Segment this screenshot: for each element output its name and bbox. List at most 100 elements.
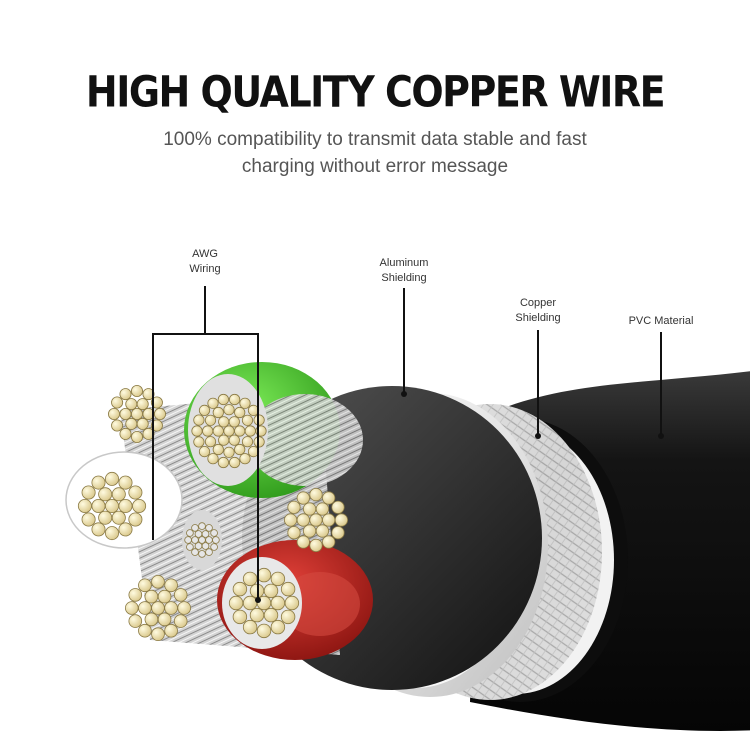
strand <box>164 578 178 593</box>
callout-lines <box>152 286 662 600</box>
aluminum-shielding-label-line-2: Shielding <box>381 272 427 284</box>
strand <box>136 398 149 411</box>
strand <box>239 397 251 409</box>
copper-shielding-label-line-1: Copper <box>519 297 557 309</box>
strand <box>322 513 336 527</box>
strand <box>186 543 194 551</box>
strand <box>234 425 246 437</box>
strand <box>193 436 205 448</box>
strand <box>136 417 149 430</box>
pvc-callout-dot <box>658 433 664 439</box>
strand <box>173 614 188 628</box>
strand <box>119 427 132 440</box>
strand <box>212 406 224 419</box>
strand <box>234 406 246 419</box>
strand <box>98 487 113 502</box>
strand <box>202 425 214 437</box>
strand <box>91 475 106 490</box>
strand <box>270 595 286 611</box>
strand <box>118 522 133 537</box>
strand <box>144 589 159 604</box>
strand <box>229 393 241 406</box>
strand-bundle-center-right <box>283 487 348 553</box>
strand <box>228 416 240 428</box>
strand <box>201 542 210 550</box>
strand <box>194 530 203 538</box>
strand <box>105 526 120 541</box>
strand <box>151 627 165 641</box>
subheadline-line-1: 100% compatibility to transmit data stab… <box>163 129 587 150</box>
strand-bundle-left <box>77 471 147 541</box>
strand <box>270 619 286 635</box>
aluminum-shielding-label-line-1: Aluminum <box>379 257 429 269</box>
strand <box>193 414 205 426</box>
strand <box>287 500 301 514</box>
strand <box>194 542 203 550</box>
strand <box>111 487 126 502</box>
awg-callout-dot <box>255 597 261 603</box>
awg-wiring-label-line-2: Wiring <box>189 263 221 275</box>
strand <box>111 396 124 409</box>
strand <box>191 548 199 556</box>
strand <box>144 612 159 627</box>
strand <box>315 502 329 516</box>
strand <box>81 512 96 527</box>
strand <box>283 513 298 527</box>
strand-bundle-green <box>191 393 267 469</box>
strand <box>223 425 235 437</box>
strand <box>223 404 235 416</box>
strand <box>229 456 241 469</box>
strand <box>201 530 210 538</box>
awg-wiring-label-line-1: AWG <box>192 248 218 260</box>
strand <box>217 393 229 406</box>
strand <box>111 419 124 432</box>
strand <box>334 513 348 527</box>
strand <box>270 571 286 587</box>
pvc-material-label-line-1: PVC Material <box>628 315 694 327</box>
strand <box>105 471 120 486</box>
aluminum-shielding-label: Aluminum Shielding <box>359 256 449 286</box>
strand-bundle-red <box>228 567 300 639</box>
strand <box>217 456 229 469</box>
strand <box>128 485 143 500</box>
strand <box>111 510 126 525</box>
strand <box>151 574 165 589</box>
strand <box>296 535 310 549</box>
strand <box>198 445 211 458</box>
strand <box>125 601 139 615</box>
strand <box>205 524 213 532</box>
strand <box>207 397 219 409</box>
strand <box>128 614 143 628</box>
strand-bundle-top-left <box>108 384 166 443</box>
strand <box>322 491 336 505</box>
strand <box>128 588 143 602</box>
strand <box>125 398 138 411</box>
strand <box>212 425 224 437</box>
copper-shielding-label-line-2: Shielding <box>515 312 561 324</box>
strand-bundle-silver <box>184 522 220 558</box>
strand <box>302 502 317 516</box>
strand <box>249 607 265 623</box>
strand <box>241 414 254 426</box>
strand <box>315 524 329 538</box>
strand <box>232 581 248 597</box>
strand <box>242 571 258 587</box>
strand <box>309 513 323 527</box>
strand <box>151 601 165 615</box>
strand <box>309 538 323 553</box>
strand <box>198 550 206 558</box>
strand <box>256 623 272 639</box>
copper-shielding-label: Copper Shielding <box>498 296 578 326</box>
strand <box>228 595 244 611</box>
strand <box>177 601 192 615</box>
strand <box>150 396 163 409</box>
strand <box>138 601 152 615</box>
strand <box>119 388 132 401</box>
strand <box>228 434 240 446</box>
strand <box>108 407 121 420</box>
strand <box>212 536 220 544</box>
strand <box>232 609 248 625</box>
strand <box>132 498 147 513</box>
subheadline-line-2: charging without error message <box>241 156 509 177</box>
